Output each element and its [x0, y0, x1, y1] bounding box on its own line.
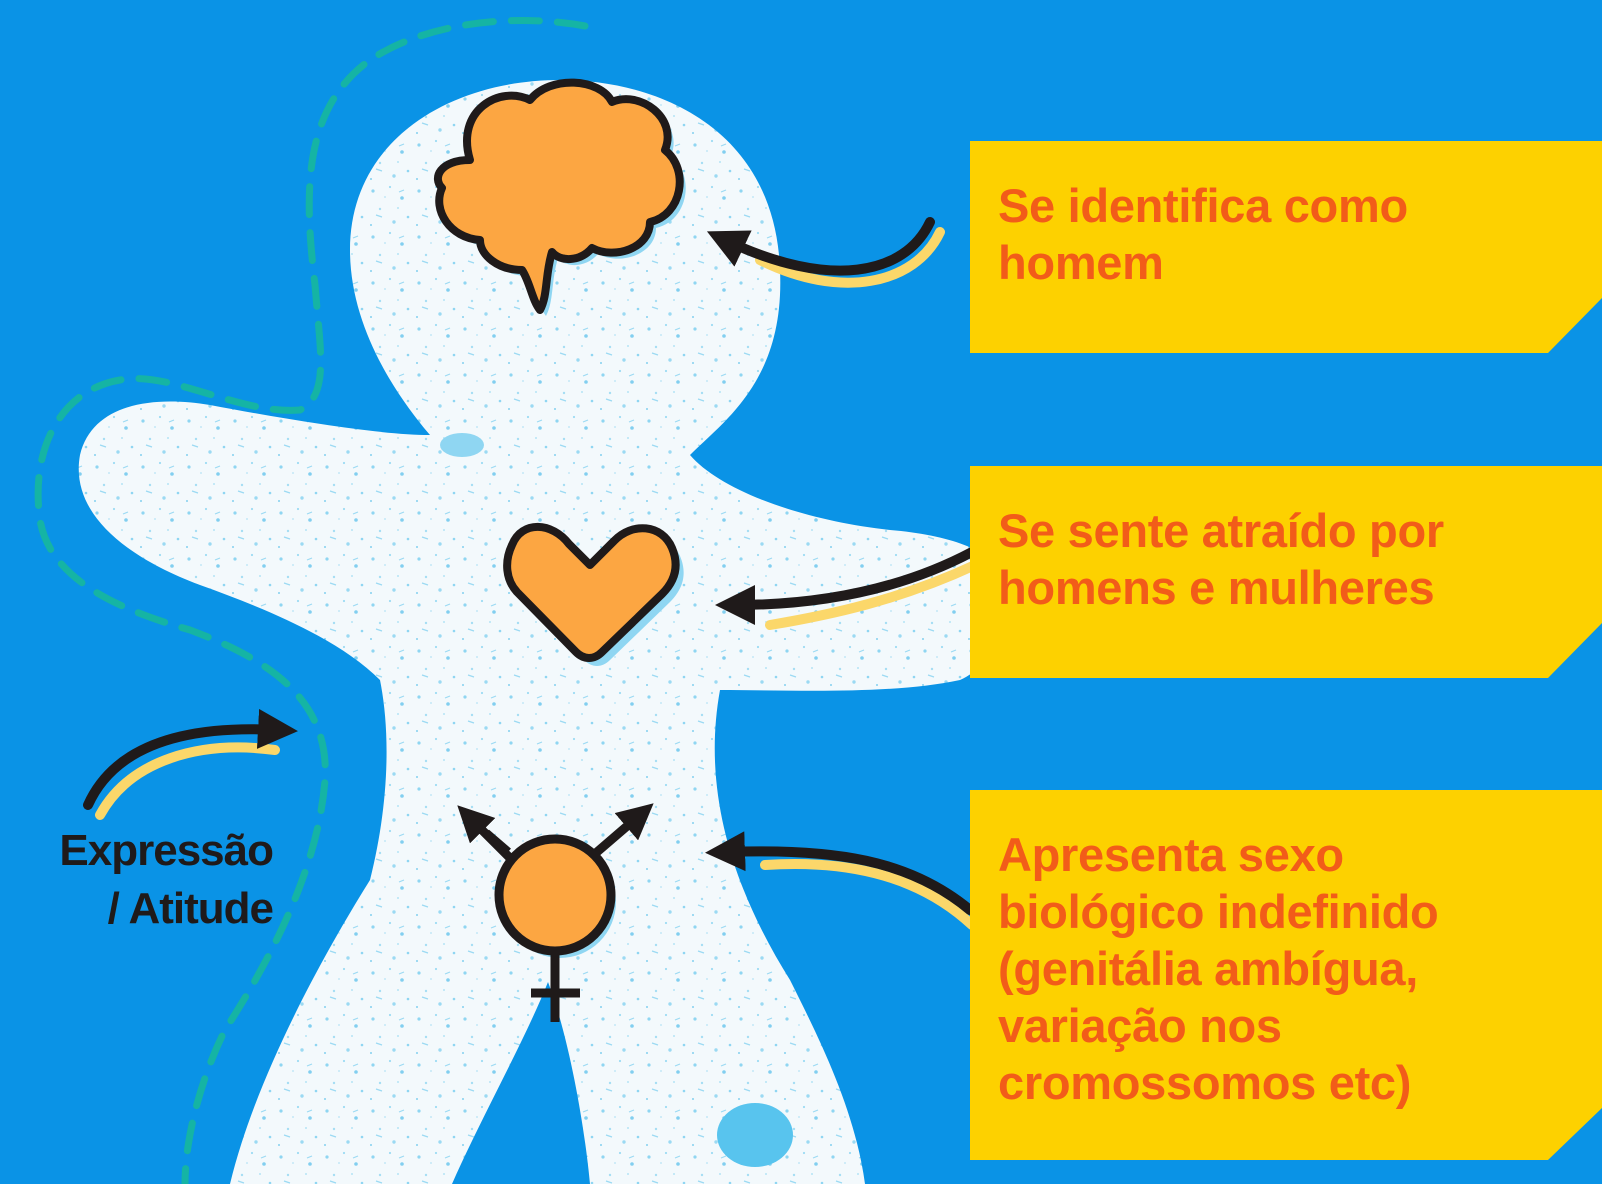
arrow-attraction	[715, 547, 977, 625]
figure-texture-blob-small	[440, 433, 484, 457]
arrow-accent	[95, 742, 280, 820]
callout-box-attraction	[970, 466, 1602, 678]
human-figure	[78, 80, 1010, 1184]
arrow-identity	[706, 217, 935, 276]
arrow-biological-sex	[705, 831, 975, 915]
transgender-symbol-icon	[457, 803, 654, 1022]
callout-box-biological-sex	[970, 790, 1602, 1160]
expression-dashed-outline	[34, 17, 589, 1184]
heart-icon	[503, 522, 680, 662]
expression-label: Expressão / Atitude	[59, 826, 274, 933]
callout-text-identity: Se identifica como homem	[998, 179, 1408, 289]
callout-box-identity	[970, 141, 1602, 353]
arrow-accent	[755, 227, 945, 288]
callout-text-attraction: Se sente atraído por homens e mulheres	[998, 504, 1444, 614]
figure-texture-blob	[717, 1103, 793, 1167]
arrow-expression	[83, 708, 298, 810]
brain-icon	[433, 78, 684, 314]
arrow-accent	[765, 560, 980, 630]
arrow-accent	[760, 858, 977, 930]
callout-text-biological-sex: Apresenta sexo biológico indefinido (gen…	[998, 828, 1439, 1109]
